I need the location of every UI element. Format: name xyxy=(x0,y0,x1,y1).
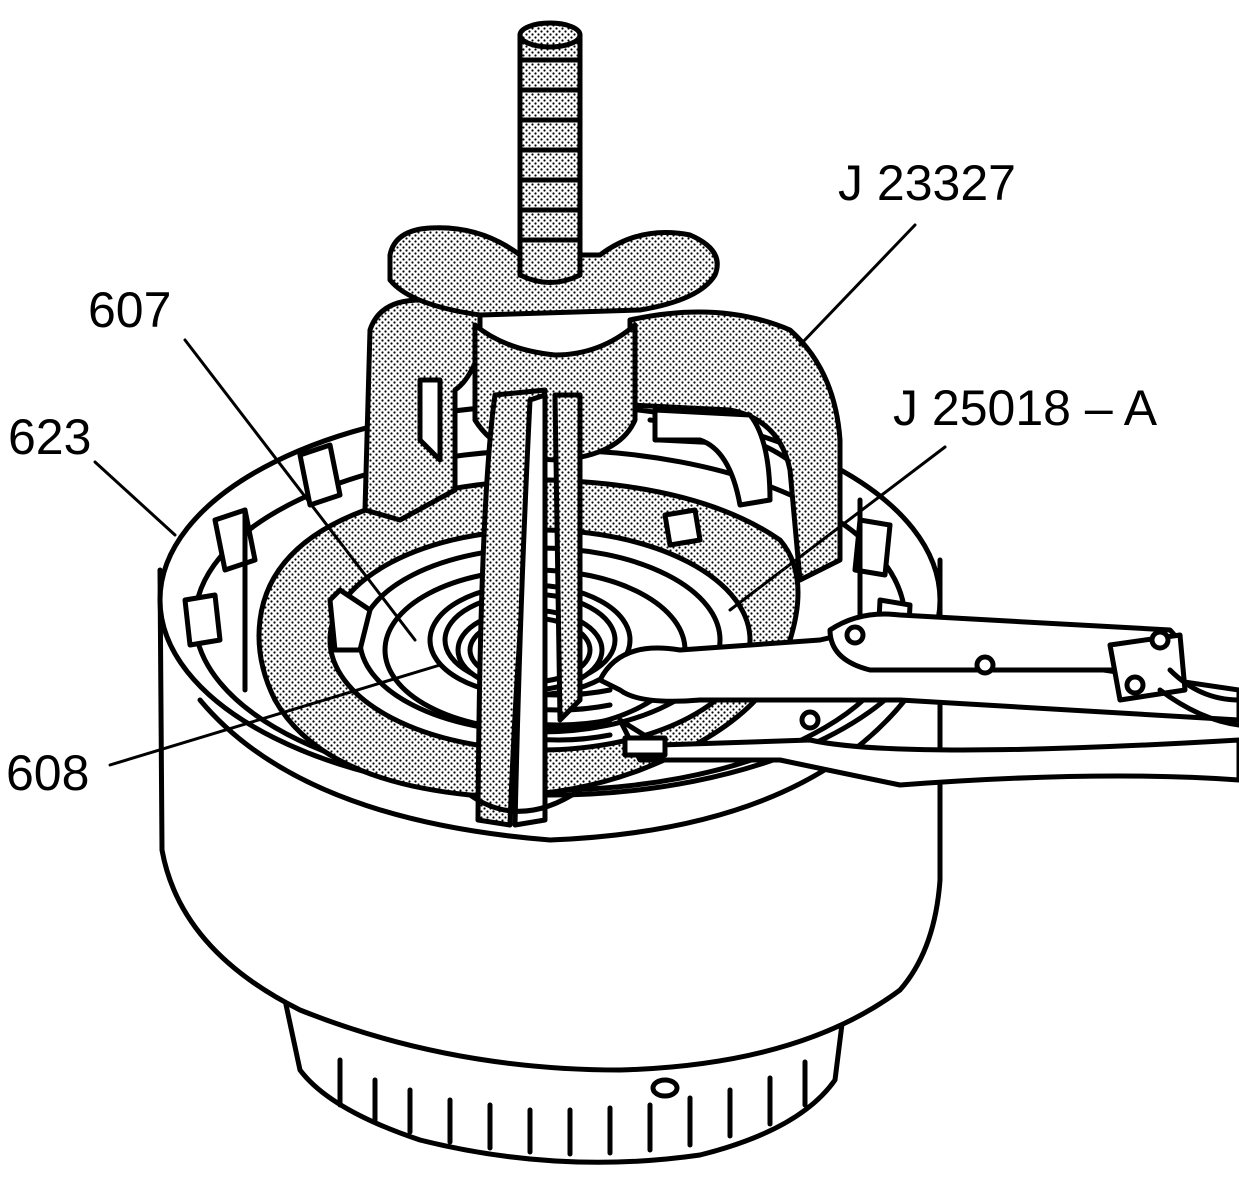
callout-608: 608 xyxy=(6,745,90,801)
callout-j25018a: J 25018 – A xyxy=(893,380,1158,436)
leader-607 xyxy=(183,338,417,642)
leader-608 xyxy=(108,663,442,767)
leader-j25018a xyxy=(728,445,947,612)
callout-623: 623 xyxy=(8,409,92,465)
tool-j25018a-pliers xyxy=(597,611,1239,788)
callout-607: 607 xyxy=(88,282,172,338)
tool-j23327-frame xyxy=(362,225,843,828)
leader-lines xyxy=(93,223,947,767)
callout-j23327: J 23327 xyxy=(838,155,1016,211)
threaded-screw xyxy=(517,20,583,285)
leader-623 xyxy=(93,460,177,537)
leader-j23327 xyxy=(798,223,917,347)
